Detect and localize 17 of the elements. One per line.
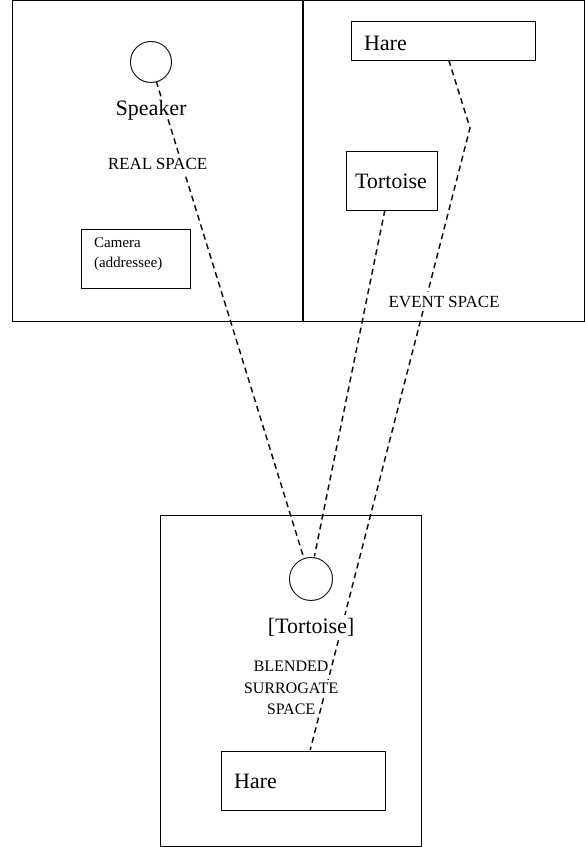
dashed-connector xyxy=(314,210,386,557)
label-box xyxy=(351,21,536,61)
box-label: Tortoise xyxy=(354,167,428,195)
space-panel xyxy=(12,0,303,322)
box-label: Hare xyxy=(233,767,278,795)
space-panel xyxy=(303,0,585,322)
label-box xyxy=(81,229,191,289)
dashed-connector xyxy=(309,60,471,750)
dashed-connector xyxy=(156,80,304,558)
box-label: Hare xyxy=(363,29,408,57)
node-caption: Speaker xyxy=(116,97,186,119)
label-box xyxy=(221,751,386,811)
node-caption: [Tortoise] xyxy=(268,615,354,637)
space-panel xyxy=(160,515,422,847)
box-label: Camera (addressee) xyxy=(93,234,164,272)
label-box xyxy=(346,151,438,211)
space-label: EVENT SPACE xyxy=(388,291,500,313)
